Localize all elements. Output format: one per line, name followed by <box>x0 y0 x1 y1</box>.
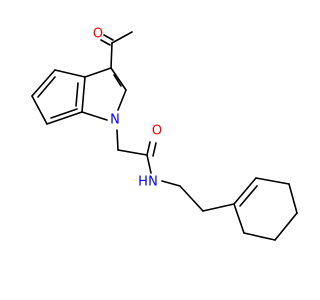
bond-ch2-carbonyl <box>117 149 148 156</box>
amide-hydrogen-label: H <box>138 175 148 190</box>
bond-ring-c1-c2-inner <box>239 185 258 207</box>
bond-nh-ch2 <box>161 180 181 187</box>
bond-c3a-c7a-inner <box>75 82 79 107</box>
bond-ring-c4-c5 <box>274 212 298 241</box>
bond-ketone-c-indole-c3 <box>110 42 113 69</box>
bond-n1-ch2 <box>116 129 119 151</box>
bond-c6-c7 <box>46 111 83 125</box>
bond-ring-c1-c2 <box>233 177 257 205</box>
bond-c2-n1 <box>117 89 127 111</box>
bond-ring-c5-c6 <box>243 232 276 241</box>
amide-oxygen-label: O <box>152 124 162 139</box>
bond-ketone-c-o-2 <box>103 34 114 41</box>
bond-ring-c2-c3 <box>255 177 290 185</box>
bond-c6-c7-inner <box>50 108 78 119</box>
bond-c3-c2 <box>110 67 127 91</box>
bond-c5-c6 <box>31 95 48 125</box>
bond-amide-c-o-2 <box>152 142 157 157</box>
bond-c3-c2-inner <box>113 74 122 87</box>
bond-c4-c5 <box>31 69 56 97</box>
bond-ring-c6-c1 <box>233 203 245 234</box>
bond-c3-c3a <box>84 67 112 78</box>
bond-carbonyl-nh <box>146 154 152 174</box>
ketone-oxygen-label: O <box>93 27 103 42</box>
bond-c3a-c4 <box>54 69 86 78</box>
bond-c3a-c7a <box>81 76 86 113</box>
bond-ring-c3-c4 <box>288 183 298 214</box>
bond-ch2-cyclohexene <box>202 203 235 212</box>
bond-ch2-ch2 <box>179 185 204 212</box>
bond-c4-c5-inner <box>37 76 56 98</box>
bond-ketone-c-methyl <box>111 31 133 44</box>
bond-ketone-c-o-1 <box>100 39 111 46</box>
amide-nitrogen-label: N <box>148 175 158 190</box>
bond-amide-c-o-1 <box>146 141 151 156</box>
chemical-structure-diagram: O N O H N <box>31 27 298 241</box>
bond-n1-c7a <box>81 111 108 121</box>
indole-nitrogen-label: N <box>110 113 120 128</box>
